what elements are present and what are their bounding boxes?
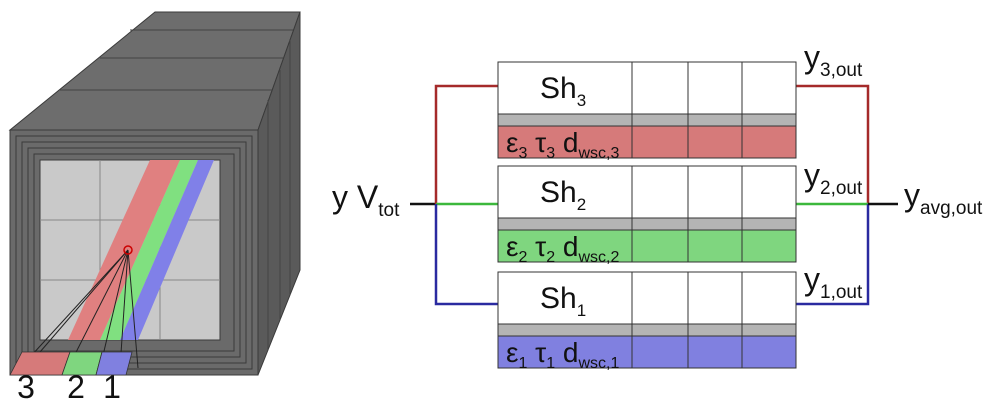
out-label-1: y1,out [804,261,863,303]
channel-block-1: Sh1 ε1 τ1 dwsc,1 y1,out [497,261,863,372]
outlet-line-3 [796,84,870,204]
props-label-2: ε2 τ2 dwsc,2 [506,231,620,266]
channel-block-2: Sh2 ε2 τ2 dwsc,2 y2,out [497,157,863,266]
channel-number-3: 3 [17,369,35,400]
props-label-3: ε3 τ3 dwsc,3 [506,127,620,162]
inlet-line-1 [434,204,498,306]
sh-label-1: Sh1 [540,282,586,320]
sh-label-2: Sh2 [540,176,586,214]
channel-number-1: 1 [103,369,121,400]
sh-label-3: Sh3 [540,72,586,110]
out-label-2: y2,out [804,157,863,199]
reactor-schematic: y Vtot yavg,out Sh3 [332,39,983,372]
out-label-3: y3,out [804,39,863,81]
center-point-icon [123,245,133,255]
outlet-label: yavg,out [904,177,983,219]
monolith-figure: 3 2 1 [8,11,301,400]
outlet-line-1 [796,204,870,306]
channel-number-2: 2 [67,369,85,400]
inlet-label: y Vtot [332,179,400,221]
channel-block-3: Sh3 ε3 τ3 dwsc,3 y3,out [497,39,863,162]
props-label-1: ε1 τ1 dwsc,1 [506,337,620,372]
inlet-line-3 [434,84,498,204]
band-1 [120,160,214,340]
